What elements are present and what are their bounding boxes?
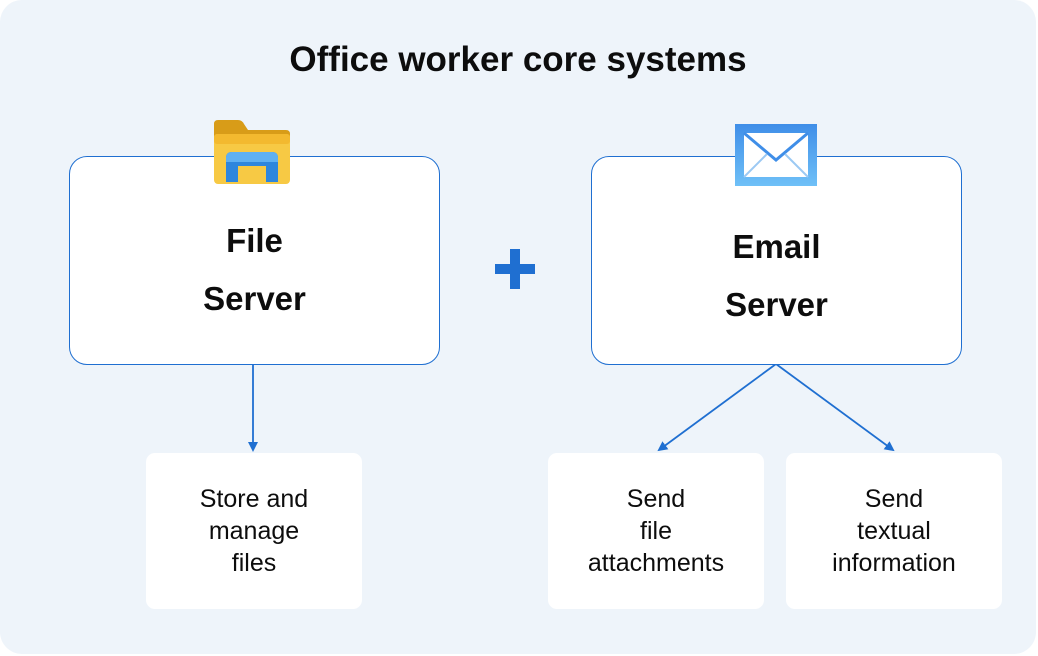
task-line: Send: [626, 485, 686, 513]
task-line: Send: [864, 485, 924, 513]
folder-icon: [214, 120, 290, 184]
envelope-icon: [735, 124, 817, 186]
task-line: file: [640, 517, 672, 545]
task-send-textual-information: Send textual information: [786, 453, 1002, 609]
task-line: Store and: [199, 485, 309, 513]
email-server-box: Email Server: [591, 156, 962, 365]
task-line: attachments: [587, 549, 725, 577]
task-line: textual: [857, 517, 931, 545]
email-server-label-line2: Server: [725, 285, 828, 323]
task-line: information: [832, 549, 956, 577]
arrow-email-to-textual: [775, 363, 895, 452]
task-send-file-attachments: Send file attachments: [548, 453, 764, 609]
arrow-email-to-attachments: [657, 363, 777, 452]
file-server-label-line1: File: [226, 221, 283, 259]
task-line: manage: [208, 517, 300, 545]
file-server-box: File Server: [69, 156, 440, 365]
plus-icon: [495, 249, 535, 289]
email-server-label-line1: Email: [732, 227, 821, 265]
task-store-manage-files: Store and manage files: [146, 453, 362, 609]
task-line: files: [231, 549, 277, 577]
diagram-title: Office worker core systems: [289, 40, 747, 79]
file-server-label-line2: Server: [203, 279, 306, 317]
